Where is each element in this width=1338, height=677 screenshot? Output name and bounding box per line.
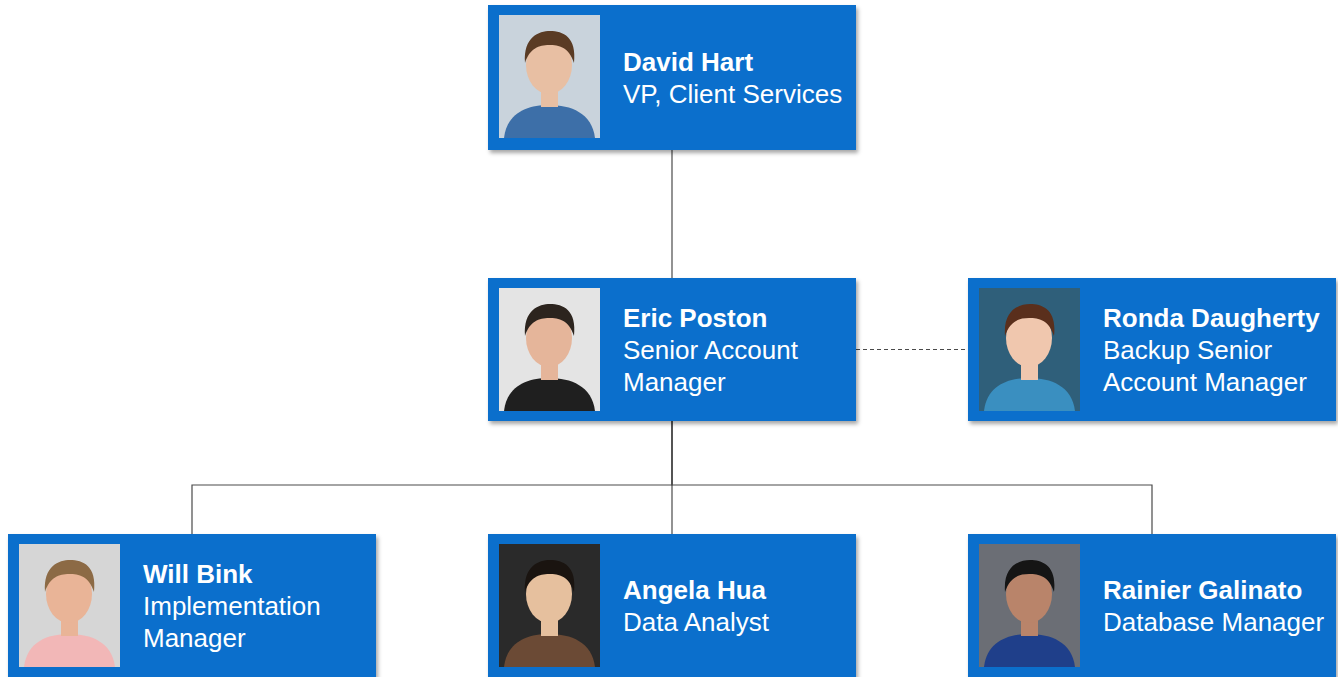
person-box: Eric PostonSenior Account Manager [488, 278, 856, 421]
portrait-photo [499, 288, 600, 411]
text-stack: Eric PostonSenior Account Manager [623, 302, 851, 398]
text-area: Angela HuaData Analyst [623, 534, 851, 677]
job-title: Data Analyst [623, 606, 851, 638]
person-name: Eric Poston [623, 302, 851, 334]
person-name: Ronda Daugherty [1103, 302, 1331, 334]
person-box: Ronda DaughertyBackup Senior Account Man… [968, 278, 1336, 421]
person-box: Angela HuaData Analyst [488, 534, 856, 677]
org-connector [672, 421, 1152, 534]
text-stack: David HartVP, Client Services [623, 46, 851, 110]
org-connector [192, 421, 672, 534]
text-area: David HartVP, Client Services [623, 5, 851, 150]
portrait-photo [499, 15, 600, 138]
job-title: Implementation Manager [143, 590, 371, 654]
text-area: Eric PostonSenior Account Manager [623, 278, 851, 421]
text-area: Will BinkImplementation Manager [143, 534, 371, 677]
job-title: Backup Senior Account Manager [1103, 334, 1331, 398]
job-title: VP, Client Services [623, 78, 851, 110]
portrait-photo [979, 288, 1080, 411]
portrait-photo [499, 544, 600, 667]
text-area: Ronda DaughertyBackup Senior Account Man… [1103, 278, 1331, 421]
org-connector [671, 150, 672, 278]
person-box: Rainier GalinatoDatabase Manager [968, 534, 1336, 677]
text-stack: Ronda DaughertyBackup Senior Account Man… [1103, 302, 1331, 398]
text-area: Rainier GalinatoDatabase Manager [1103, 534, 1331, 677]
person-name: Rainier Galinato [1103, 574, 1331, 606]
portrait-photo [979, 544, 1080, 667]
person-name: Will Bink [143, 558, 371, 590]
job-title: Database Manager [1103, 606, 1331, 638]
person-name: Angela Hua [623, 574, 851, 606]
text-stack: Will BinkImplementation Manager [143, 558, 371, 654]
job-title: Senior Account Manager [623, 334, 851, 398]
person-box: David HartVP, Client Services [488, 5, 856, 150]
text-stack: Angela HuaData Analyst [623, 574, 851, 638]
person-box: Will BinkImplementation Manager [8, 534, 376, 677]
org-connector [856, 349, 968, 350]
text-stack: Rainier GalinatoDatabase Manager [1103, 574, 1331, 638]
portrait-photo [19, 544, 120, 667]
person-name: David Hart [623, 46, 851, 78]
